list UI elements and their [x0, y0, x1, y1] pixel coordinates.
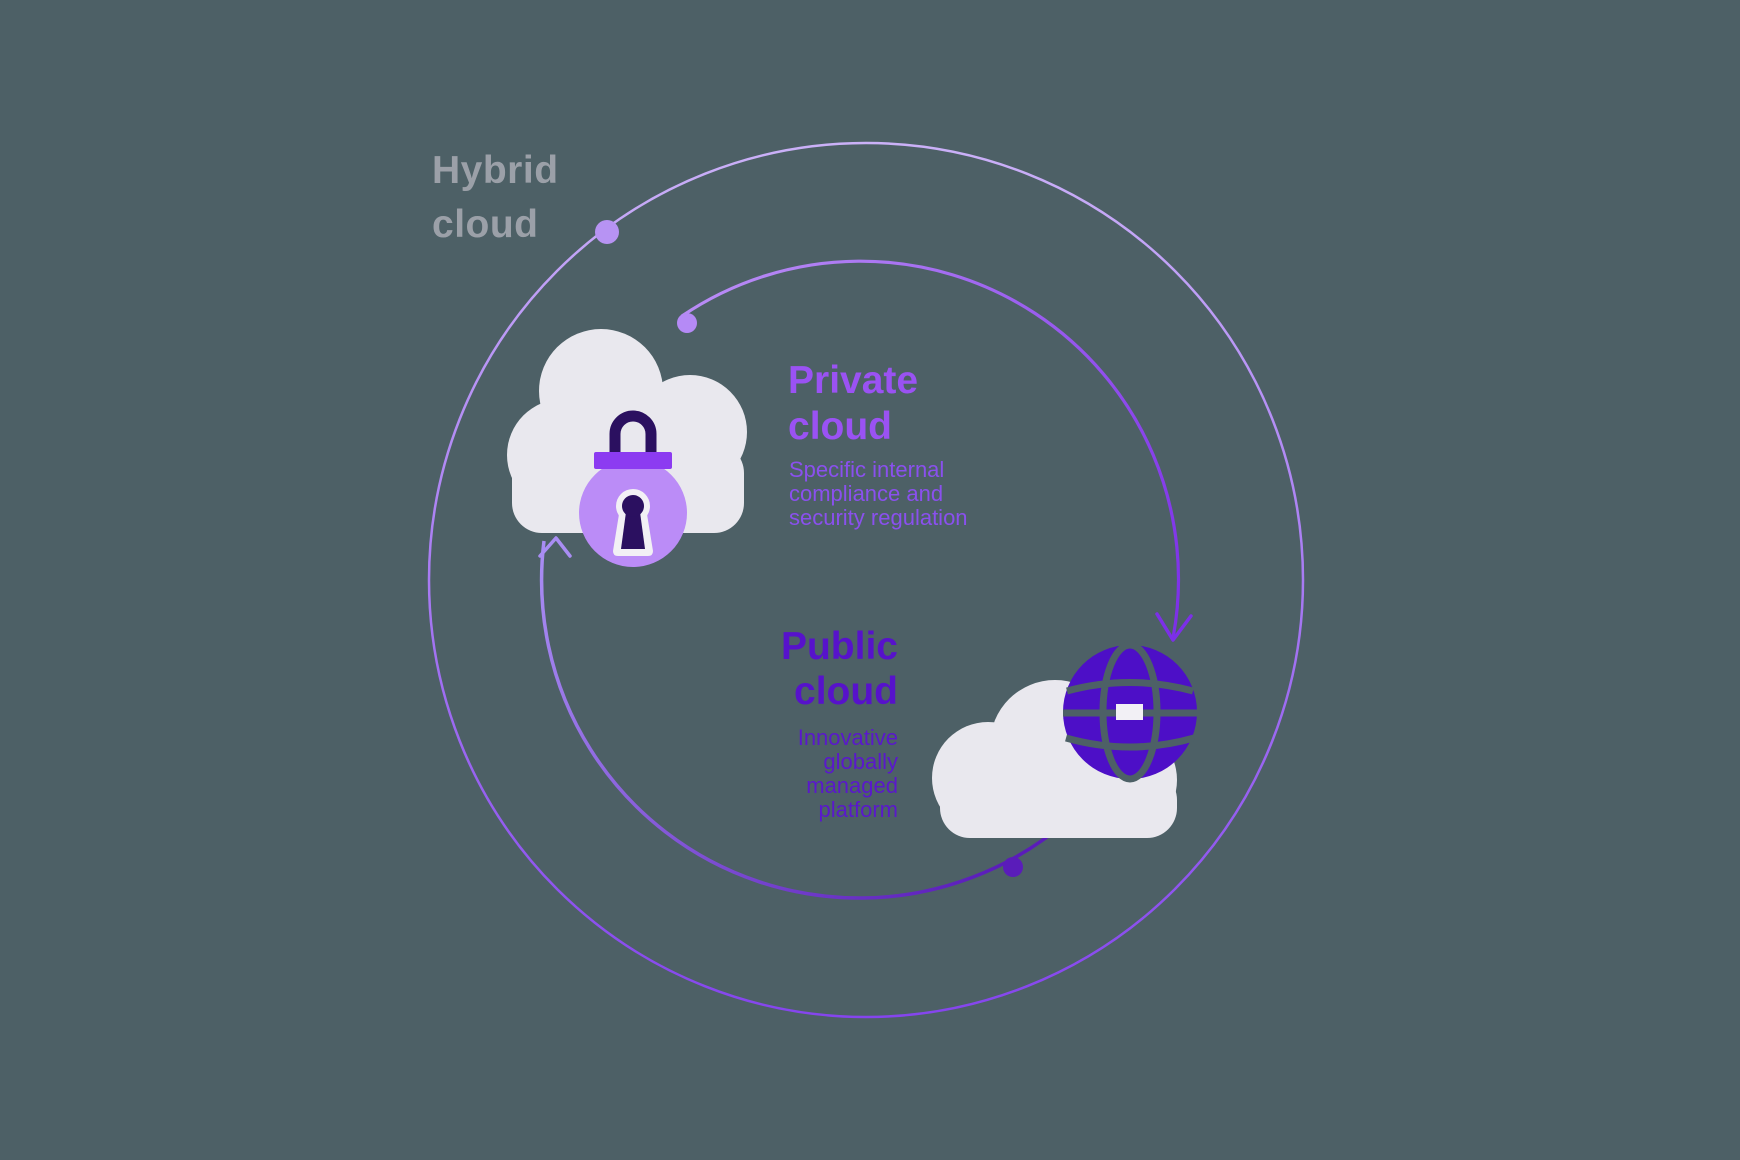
- private-cloud-title: Private cloud: [788, 359, 919, 448]
- private-cloud-description: Specific internal compliance and securit…: [789, 457, 968, 530]
- inner-arc-top-dot: [677, 313, 697, 333]
- public-cloud-title: Public cloud: [780, 625, 898, 713]
- outer-ring-dot: [595, 220, 619, 244]
- arrow-up-icon: [538, 536, 572, 558]
- cloud-shape: [932, 680, 1177, 838]
- outer-cycle-ring: [427, 141, 1305, 1019]
- arrow-down-icon: [1155, 612, 1193, 642]
- globe-icon: [1063, 641, 1197, 783]
- inner-arc-bottom: [539, 540, 1137, 900]
- cloud-with-globe-icon: [932, 641, 1197, 838]
- padlock-icon: [579, 410, 687, 567]
- inner-arc-bottom-dot: [1003, 857, 1023, 877]
- hybrid-cloud-label: Hybrid cloud: [432, 149, 559, 246]
- cloud-with-padlock-icon: [507, 329, 747, 567]
- public-cloud-description: Innovative globally managed platform: [797, 725, 898, 822]
- inner-arc-top: [681, 259, 1181, 639]
